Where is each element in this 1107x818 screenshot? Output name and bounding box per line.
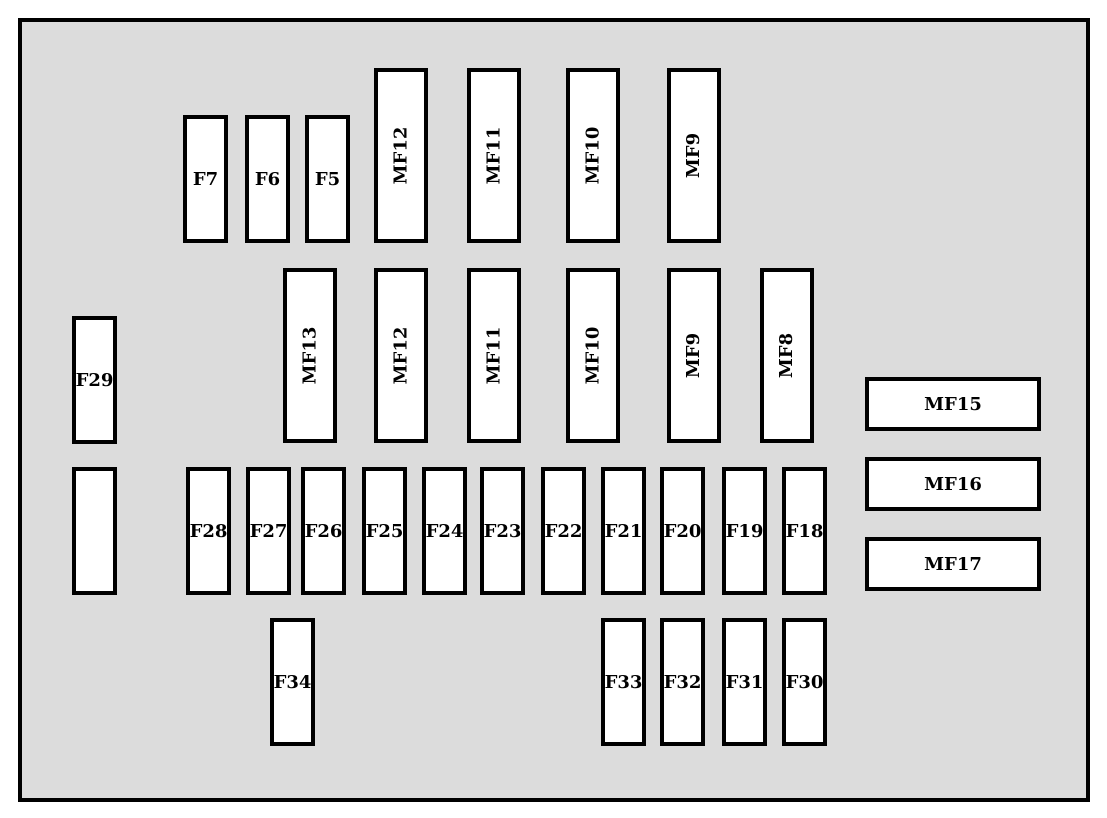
fuse-label: F24 (425, 520, 464, 542)
fuse-mf12-mid: MF12 (374, 268, 428, 443)
fuse-label: F33 (604, 671, 643, 693)
fuse-f32: F32 (660, 618, 705, 746)
fuse-label: F19 (725, 520, 764, 542)
fuse-label: F31 (725, 671, 764, 693)
fuse-label: F28 (189, 520, 228, 542)
fuse-f23: F23 (480, 467, 525, 595)
fuse-f20: F20 (660, 467, 705, 595)
fuse-f33: F33 (601, 618, 646, 746)
fuse-f21: F21 (601, 467, 646, 595)
fuse-label: MF12 (390, 326, 412, 385)
fuse-label: MF12 (390, 126, 412, 185)
fuse-f5: F5 (305, 115, 350, 243)
fuse-mf8: MF8 (760, 268, 814, 443)
fuse-label: F27 (249, 520, 288, 542)
fuse-label: MF9 (683, 332, 705, 379)
fuse-label: MF9 (683, 132, 705, 179)
fuse-f30: F30 (782, 618, 827, 746)
fuse-label: MF15 (924, 393, 982, 415)
fuse-label: F29 (75, 369, 114, 391)
fuse-f25: F25 (362, 467, 407, 595)
fuse-mf11-top: MF11 (467, 68, 521, 243)
fuse-f19: F19 (722, 467, 767, 595)
fuse-label: F34 (273, 671, 312, 693)
fuse-mf16: MF16 (865, 457, 1041, 511)
fuse-mf11-mid: MF11 (467, 268, 521, 443)
fuse-label: MF13 (299, 326, 321, 385)
fuse-f27: F27 (246, 467, 291, 595)
fuse-f29: F29 (72, 316, 117, 444)
fuse-f34: F34 (270, 618, 315, 746)
fuse-f24: F24 (422, 467, 467, 595)
fuse-label: MF11 (483, 326, 505, 385)
fuse-label: MF10 (582, 326, 604, 385)
fuse-label: F26 (304, 520, 343, 542)
fuse-mf13: MF13 (283, 268, 337, 443)
fuse-f6: F6 (245, 115, 290, 243)
fuse-mf17: MF17 (865, 537, 1041, 591)
fuse-label: MF16 (924, 473, 982, 495)
fuse-label: F20 (663, 520, 702, 542)
fuse-f31: F31 (722, 618, 767, 746)
fuse-label: F7 (192, 168, 219, 190)
fuse-label: F22 (544, 520, 583, 542)
fuse-f18: F18 (782, 467, 827, 595)
fuse-mf15: MF15 (865, 377, 1041, 431)
fuse-f28: F28 (186, 467, 231, 595)
fuse-f22: F22 (541, 467, 586, 595)
fuse-label: MF11 (483, 126, 505, 185)
fuse-mf10-top: MF10 (566, 68, 620, 243)
fuse-label: F5 (314, 168, 341, 190)
fuse-f26: F26 (301, 467, 346, 595)
fuse-label: F6 (254, 168, 281, 190)
fuse-label: MF17 (924, 553, 982, 575)
fuse-f7: F7 (183, 115, 228, 243)
fuse-blank (72, 467, 117, 595)
fuse-label: MF10 (582, 126, 604, 185)
fuse-mf10-mid: MF10 (566, 268, 620, 443)
fuse-mf12-top: MF12 (374, 68, 428, 243)
fuse-mf9-top: MF9 (667, 68, 721, 243)
fuse-label: F18 (785, 520, 824, 542)
fuse-label: MF8 (776, 332, 798, 379)
fuse-label: F30 (785, 671, 824, 693)
fuse-label: F21 (604, 520, 643, 542)
fuse-label: F25 (365, 520, 404, 542)
fuse-label: F23 (483, 520, 522, 542)
fuse-mf9-mid: MF9 (667, 268, 721, 443)
fuse-label: F32 (663, 671, 702, 693)
